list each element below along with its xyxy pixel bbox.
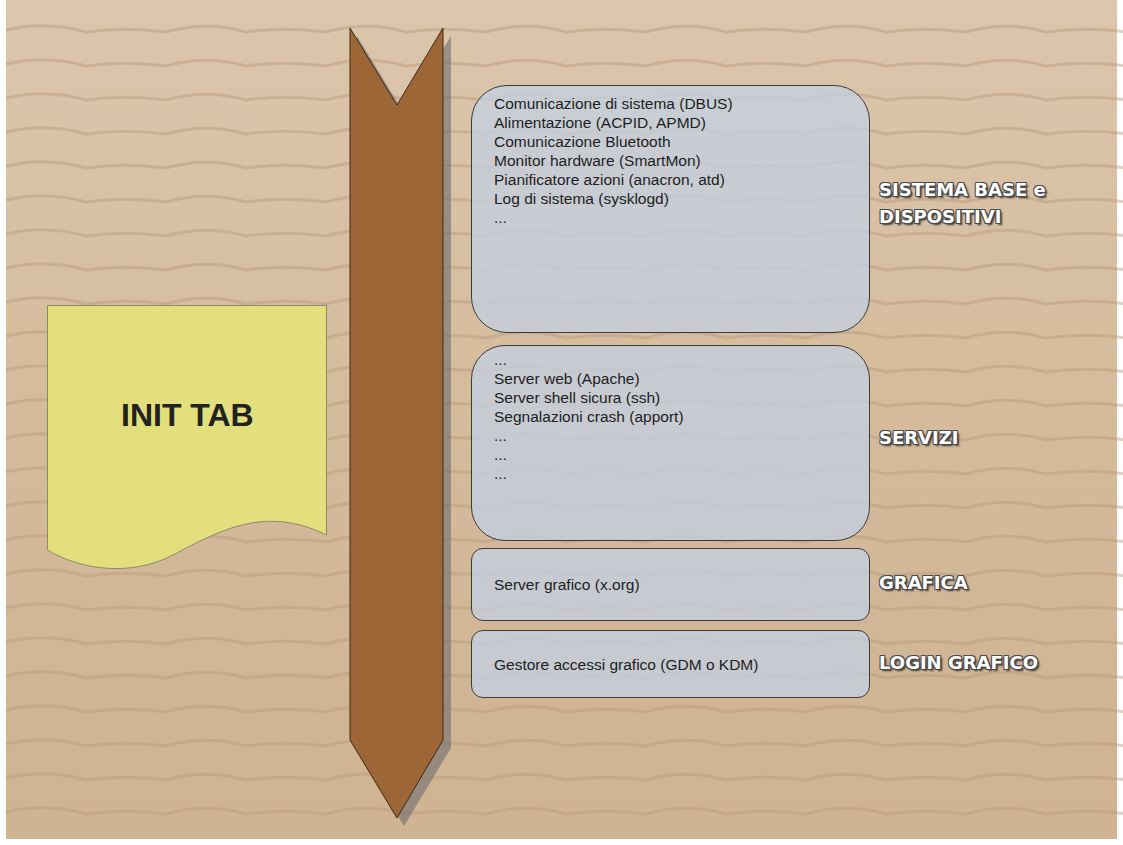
group-box: Gestore accessi grafico (GDM o KDM) [471,630,870,698]
ellipsis-item: ... [494,445,855,464]
ripple-line [6,706,1123,712]
service-item: Comunicazione Bluetooth [494,132,855,151]
group-heading: SERVIZI [879,424,959,451]
ripple-line [6,60,1123,66]
group-heading: GRAFICA [879,569,968,596]
service-item: Monitor hardware (SmartMon) [494,151,855,170]
flow-arrow [350,28,443,818]
service-item: Server web (Apache) [494,369,855,388]
group-box: ...Server web (Apache)Server shell sicur… [471,345,870,541]
ripple-line [6,808,1123,814]
service-item: Log di sistema (sysklogd) [494,189,855,208]
service-item: Alimentazione (ACPID, APMD) [494,113,855,132]
ellipsis-item: ... [494,426,855,445]
ripple-line [6,26,1123,32]
group-heading: LOGIN GRAFICO [879,649,1038,676]
group-heading: SISTEMA BASE e DISPOSITIVI [879,176,1094,230]
service-item: Server shell sicura (ssh) [494,388,855,407]
service-item: Server grafico (x.org) [494,575,855,594]
service-item: Segnalazioni crash (apport) [494,407,855,426]
ellipsis-item: ... [494,350,855,369]
group-box: Comunicazione di sistema (DBUS)Alimentaz… [471,85,870,333]
service-item: Gestore accessi grafico (GDM o KDM) [494,655,855,674]
sand-ground [6,0,1117,839]
service-group: ...Server web (Apache)Server shell sicur… [471,345,959,541]
document-shape [47,305,327,575]
ripple-line [6,740,1123,746]
service-item: Pianificatore azioni (anacron, atd) [494,170,855,189]
service-group: Gestore accessi grafico (GDM o KDM) LOGIN… [471,630,1038,698]
document-title: INIT TAB [121,397,254,434]
service-group: Comunicazione di sistema (DBUS)Alimentaz… [471,85,1094,333]
ripple-line [6,774,1123,780]
group-box: Server grafico (x.org) [471,548,870,621]
service-item: Comunicazione di sistema (DBUS) [494,94,855,113]
sand-ripples [6,26,1123,814]
ellipsis-item: ... [494,208,855,227]
service-group: Server grafico (x.org) GRAFICA [471,548,968,621]
document-node: INIT TAB [47,305,327,575]
document-outline [48,306,327,569]
ellipsis-item: ... [494,464,855,483]
